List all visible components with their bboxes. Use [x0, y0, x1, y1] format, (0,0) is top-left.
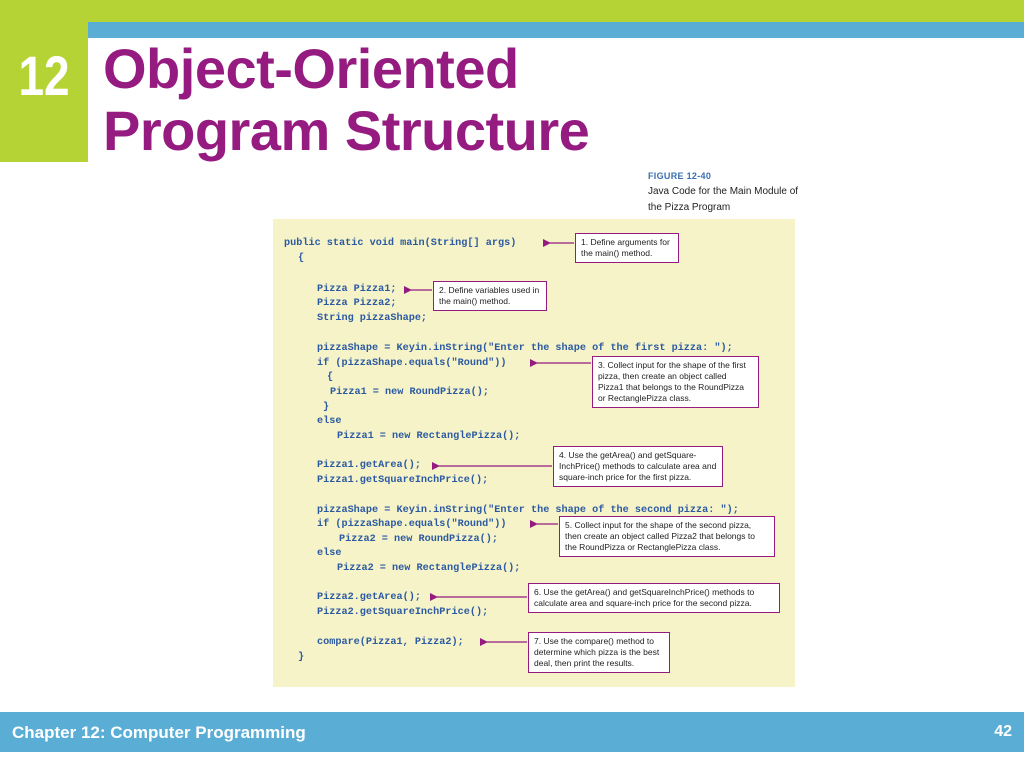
callout-3: 3. Collect input for the shape of the fi… — [592, 356, 759, 408]
code-line: Pizza2.getArea(); — [317, 592, 421, 603]
page-number: 42 — [994, 723, 1012, 740]
code-line: Pizza1 = new RectanglePizza(); — [337, 431, 521, 442]
code-line: Pizza1 = new RoundPizza(); — [330, 387, 489, 398]
code-line: Pizza2 = new RoundPizza(); — [339, 534, 498, 545]
chapter-badge — [0, 22, 88, 162]
code-line: else — [317, 416, 342, 427]
code-line: } — [323, 402, 330, 413]
top-blue-bar — [88, 22, 1024, 38]
callout-1: 1. Define arguments for the main() metho… — [575, 233, 679, 263]
code-line: pizzaShape = Keyin.inString("Enter the s… — [317, 505, 739, 516]
callout-5: 5. Collect input for the shape of the se… — [559, 516, 775, 557]
footer-chapter-title: Chapter 12: Computer Programming — [12, 723, 306, 742]
code-line: Pizza2.getSquareInchPrice(); — [317, 607, 489, 618]
code-line: compare(Pizza1, Pizza2); — [317, 637, 464, 648]
code-line: if (pizzaShape.equals("Round")) — [317, 358, 507, 369]
code-line: if (pizzaShape.equals("Round")) — [317, 519, 507, 530]
figure-caption: Java Code for the Main Module of the Piz… — [648, 186, 799, 213]
callout-7: 7. Use the compare() method to determine… — [528, 632, 670, 673]
figure-caption-block: FIGURE 12-40 Java Code for the Main Modu… — [648, 168, 808, 216]
callout-4: 4. Use the getArea() and getSquare-InchP… — [553, 446, 723, 487]
top-green-bar — [0, 0, 1024, 22]
code-line: Pizza1.getArea(); — [317, 460, 421, 471]
footer-bar: Chapter 12: Computer Programming 42 — [0, 712, 1024, 752]
figure-label: FIGURE 12-40 — [648, 171, 712, 181]
code-line: { — [298, 253, 305, 264]
code-line: public static void main(String[] args) — [284, 238, 517, 249]
code-line: else — [317, 548, 342, 559]
code-line: pizzaShape = Keyin.inString("Enter the s… — [317, 343, 733, 354]
title-line-2: Program Structure — [103, 99, 590, 162]
code-line: String pizzaShape; — [317, 313, 428, 324]
code-line: Pizza2 = new RectanglePizza(); — [337, 563, 521, 574]
code-line: Pizza Pizza1; — [317, 284, 397, 295]
code-line: { — [327, 372, 334, 383]
chapter-number: 12 — [18, 44, 70, 107]
code-figure: public static void main(String[] args) {… — [273, 219, 795, 687]
callout-2: 2. Define variables used in the main() m… — [433, 281, 547, 311]
code-line: Pizza1.getSquareInchPrice(); — [317, 475, 489, 486]
code-line: Pizza Pizza2; — [317, 298, 397, 309]
title-line-1: Object-Oriented — [103, 37, 519, 100]
callout-6: 6. Use the getArea() and getSquareInchPr… — [528, 583, 780, 613]
callout-arrows — [404, 239, 591, 646]
code-line: } — [298, 652, 305, 663]
